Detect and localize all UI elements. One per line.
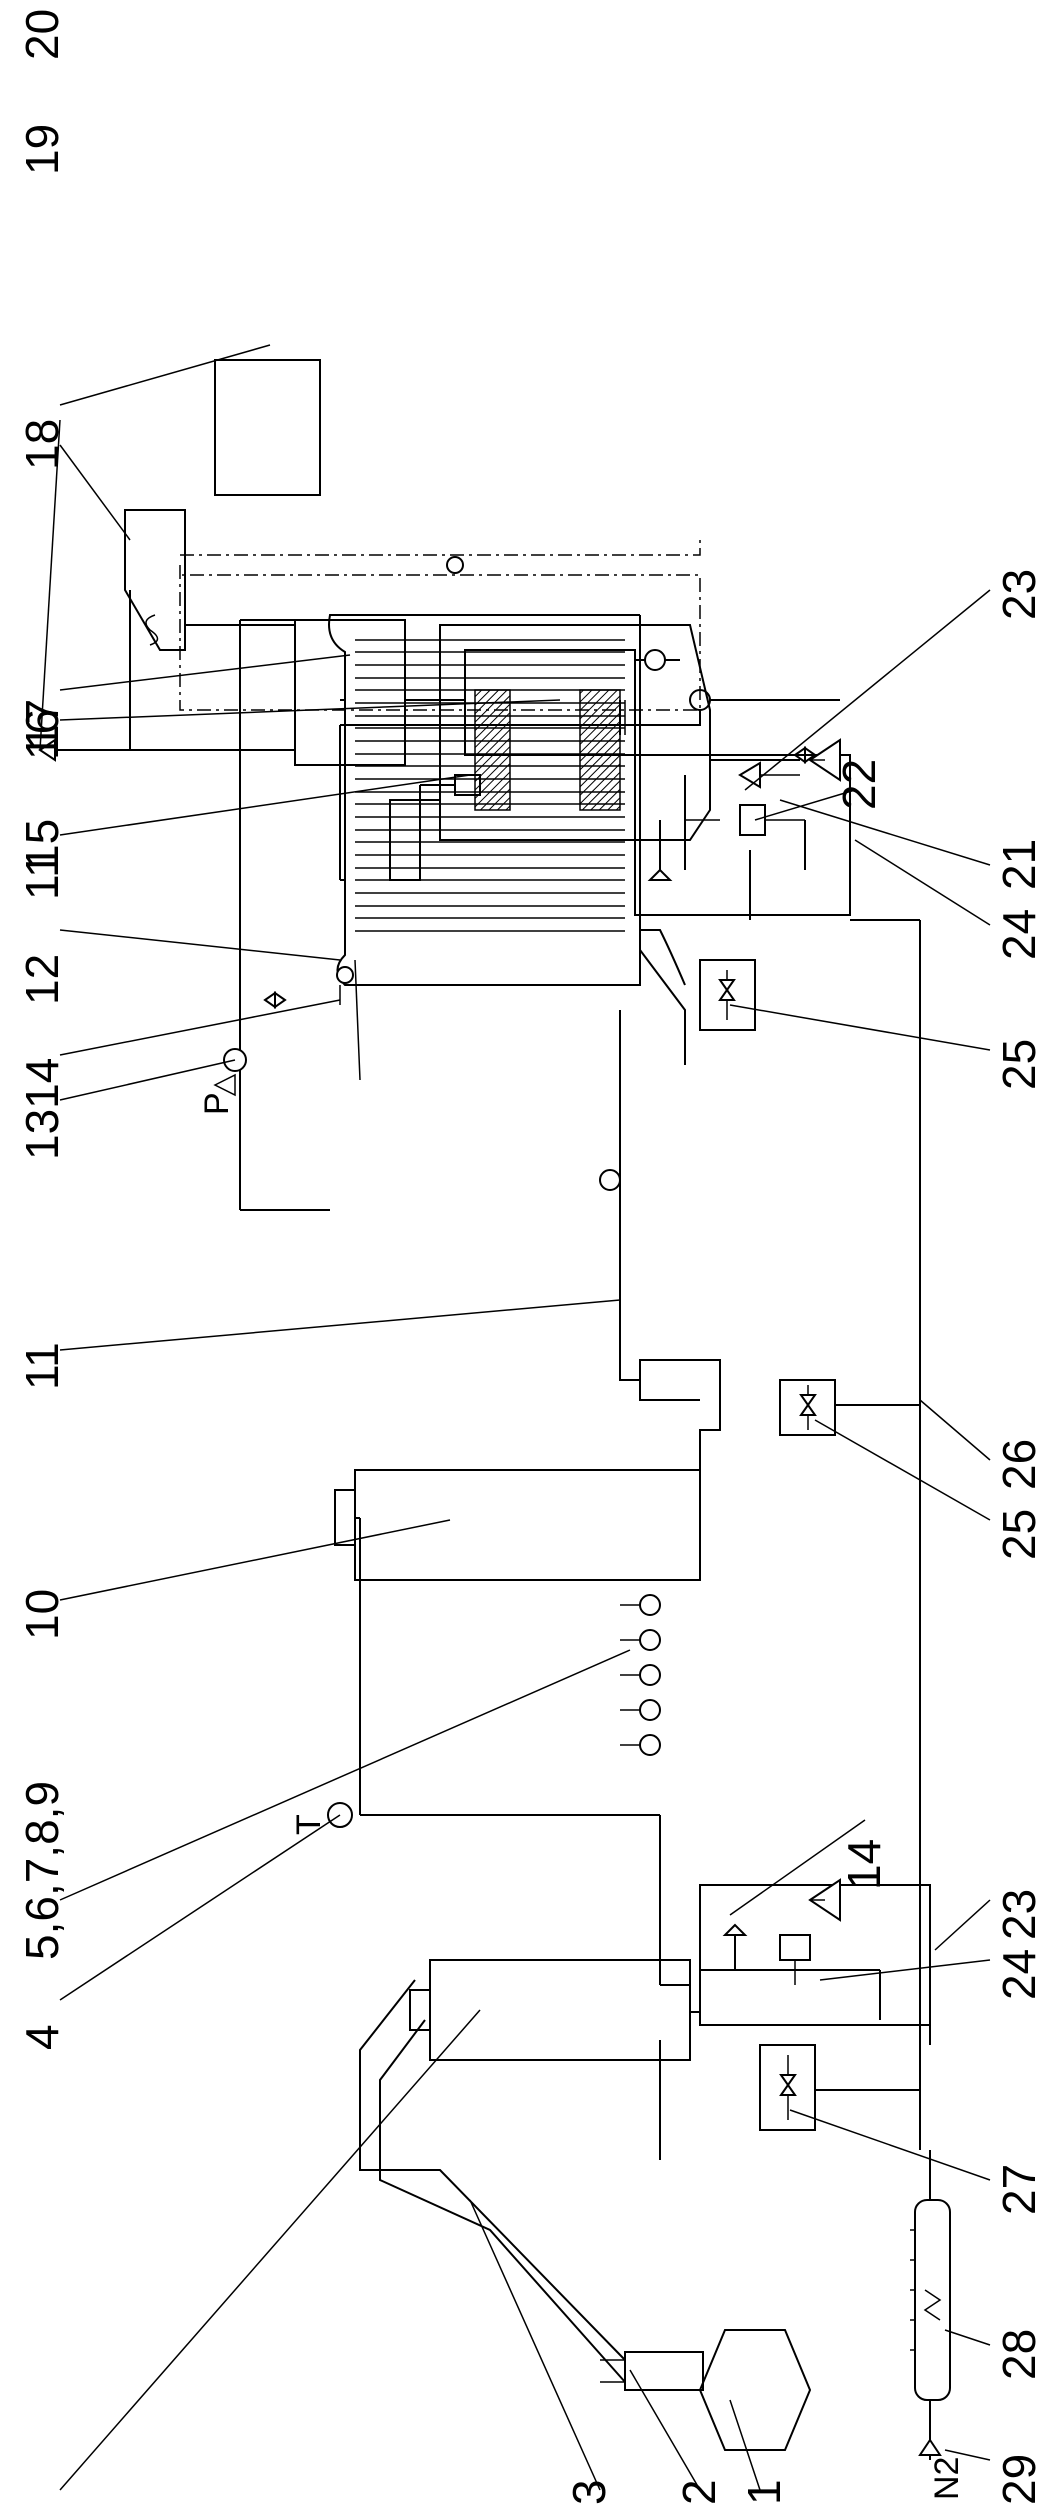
outlet-arrow-icon — [918, 2438, 942, 2456]
leader-lines — [39, 344, 991, 2491]
label-17: 17 — [16, 699, 68, 750]
equipment-14-24-box — [699, 1878, 931, 2026]
label-11-upper: 11 — [16, 852, 68, 900]
instrument-13-14 — [213, 619, 330, 1211]
label-15: 15 — [16, 819, 68, 870]
label-12: 12 — [16, 954, 68, 1005]
equipment-layer — [38, 359, 951, 2460]
label-1314: 1314 — [16, 1058, 68, 1160]
label-14: 14 — [838, 1839, 890, 1890]
coolant-loop — [179, 540, 701, 711]
label-25-lower: 25 — [993, 1509, 1045, 1560]
pipe-11-lower — [599, 1010, 640, 1381]
equipment-25-upper — [699, 959, 756, 1031]
label-24-upper: 24 — [993, 909, 1045, 960]
sensor-array-5-9 — [327, 1594, 661, 1828]
temperature-label: T — [290, 1814, 328, 1835]
equipment-22-24-box — [634, 738, 851, 920]
pressure-label: P — [198, 1092, 236, 1115]
part-labels: 1 2 3 4 5,6,7,8,9 10 11 12 1314 11 15 16… — [16, 9, 1045, 2505]
label-21: 21 — [993, 839, 1045, 890]
label-27: 27 — [993, 2164, 1045, 2215]
nitrogen-inlet-29 — [918, 2438, 942, 2460]
label-4: 4 — [16, 2024, 68, 2050]
equipment-17-tank — [294, 619, 465, 766]
label-11-lower: 11 — [16, 1342, 68, 1390]
equipment-1-vessel — [600, 2329, 812, 2451]
label-26: 26 — [993, 1439, 1045, 1490]
instrument-labels: P T N2 — [198, 1092, 966, 2500]
equipment-25-lower — [779, 1379, 836, 1436]
label-19: 19 — [16, 124, 68, 175]
label-1: 1 — [738, 2479, 790, 2505]
label-20: 20 — [16, 9, 68, 60]
equipment-16-tank — [420, 649, 680, 756]
equipment-3-duct — [359, 1979, 626, 2383]
nitrogen-header-26 — [815, 919, 931, 2150]
outlet-arrow-icon — [722, 1923, 748, 1936]
label-25-upper: 25 — [993, 1039, 1045, 1090]
zigzag-heater-icon — [923, 2289, 942, 2321]
equipment-27-box — [759, 2044, 816, 2131]
outlet-arrow-icon — [647, 868, 673, 881]
label-24-lower: 24 — [993, 1949, 1045, 2000]
label-2: 2 — [673, 2479, 725, 2505]
label-5-9: 5,6,7,8,9 — [16, 1781, 68, 1960]
bowtie-valve-icon — [263, 991, 276, 1009]
equipment-4-vessel — [409, 1814, 701, 2160]
label-23-lower: 23 — [993, 1889, 1045, 1940]
label-18: 18 — [16, 419, 68, 470]
outlet-arrow-icon — [38, 738, 56, 762]
label-28: 28 — [993, 2329, 1045, 2380]
vent-23-upper — [647, 820, 673, 881]
equipment-12-reactor — [328, 614, 686, 1081]
vent-20 — [38, 738, 295, 762]
equipment-18-tank — [214, 359, 321, 496]
nitrogen-label: N2 — [928, 2457, 966, 2500]
pipe-11-upper — [339, 689, 840, 885]
label-3: 3 — [563, 2479, 615, 2505]
label-10: 10 — [16, 1589, 68, 1640]
vent-23-lower — [722, 1923, 748, 1970]
label-16: 16 — [16, 709, 68, 760]
equipment-28-heater — [910, 2150, 951, 2440]
label-22: 22 — [833, 759, 885, 810]
label-29: 29 — [993, 2454, 1045, 2505]
label-23-upper: 23 — [993, 569, 1045, 620]
equipment-10-vessel — [334, 1359, 721, 1815]
equipment-19-cyclone — [124, 509, 295, 750]
